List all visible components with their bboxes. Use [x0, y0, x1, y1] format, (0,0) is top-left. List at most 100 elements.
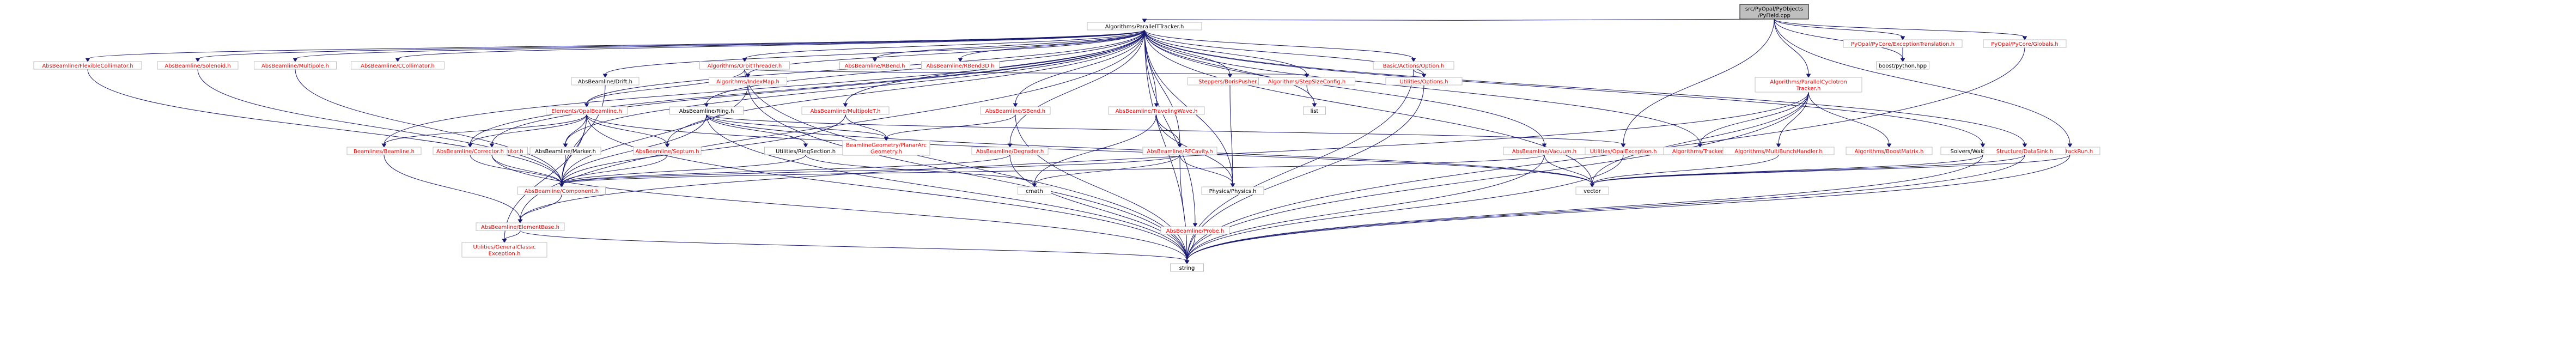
node-box — [839, 61, 910, 70]
node-option[interactable]: Basic/Actions/Option.h — [1373, 61, 1454, 70]
node-multipolet[interactable]: AbsBeamline/MultipoleT.h — [801, 106, 890, 115]
node-label: Tracker.h — [1796, 86, 1821, 92]
node-box — [1385, 77, 1463, 86]
node-rbend3d[interactable]: AbsBeamline/RBend3D.h — [921, 61, 1000, 70]
node-orbit[interactable]: Algorithms/OrbitThreader.h — [699, 61, 790, 70]
dependency-arrowhead — [1312, 103, 1317, 107]
node-absc[interactable]: AbsBeamline/Component.h — [517, 186, 606, 195]
node-vector[interactable]: vector — [1575, 186, 1609, 195]
node-box — [801, 106, 890, 115]
node-probe[interactable]: AbsBeamline/Probe.h — [1160, 226, 1230, 235]
dependency-edge — [1144, 29, 1593, 185]
node-septum[interactable]: AbsBeamline/Septum.h — [633, 147, 702, 155]
node-label: Algorithms/ParallelTTracker.h — [1105, 24, 1184, 30]
node-indexmap[interactable]: Algorithms/IndexMap.h — [709, 77, 787, 86]
node-box — [669, 106, 744, 115]
node-label: Beamlines/Beamline.h — [354, 149, 415, 155]
dependency-edge — [1592, 154, 1779, 185]
node-sbend[interactable]: AbsBeamline/SBend.h — [980, 106, 1051, 115]
node-pft[interactable]: Algorithms/ParallelTTracker.h — [1087, 22, 1202, 31]
dependency-arrowhead — [1411, 58, 1416, 62]
dependency-edge — [561, 84, 606, 185]
node-drift[interactable]: AbsBeamline/Drift.h — [571, 77, 640, 86]
node-box — [571, 77, 640, 86]
node-flexcoll[interactable]: AbsBeamline/FlexibleCollimator.h — [33, 61, 142, 70]
node-multipole[interactable]: AbsBeamline/Multipole.h — [254, 61, 337, 70]
node-boostm[interactable]: Algorithms/BoostMatrix.h — [1846, 147, 1933, 155]
node-label: Algorithms/StepSizeConfig.h — [1268, 79, 1345, 85]
node-pcet[interactable]: PyOpal/PyCore/ExceptionTranslation.h — [1843, 39, 1963, 48]
dependency-edge — [1778, 92, 1809, 145]
node-elemb[interactable]: Elements/OpalBeamline.h — [546, 106, 628, 115]
node-vacuum[interactable]: AbsBeamline/Vacuum.h — [1503, 147, 1586, 155]
node-elembase[interactable]: AbsBeamline/ElementBase.h — [476, 222, 565, 231]
node-beamlines[interactable]: Beamlines/Beamline.h — [346, 147, 422, 155]
dependency-edge — [1015, 114, 1187, 262]
dependency-arrowhead — [1621, 143, 1626, 148]
node-box — [1142, 147, 1217, 155]
node-box — [1739, 4, 1809, 20]
dependency-edge — [383, 29, 1145, 145]
node-corrector[interactable]: AbsBeamline/Corrector.h — [433, 147, 508, 155]
node-box — [1503, 147, 1586, 155]
dependency-arrowhead — [1192, 223, 1198, 227]
dependency-arrowhead — [1304, 74, 1310, 78]
dependency-edge — [1144, 29, 1196, 224]
dependency-edge — [744, 29, 1145, 59]
node-string[interactable]: string — [1170, 263, 1204, 272]
dependency-edge — [520, 230, 1187, 262]
dependency-edge — [1306, 84, 1315, 105]
node-rfcav[interactable]: AbsBeamline/RFCavity.h — [1142, 147, 1217, 155]
node-boost[interactable]: boost/python.hpp — [1876, 61, 1929, 70]
node-ring[interactable]: AbsBeamline/Ring.h — [669, 106, 744, 115]
dependency-edge — [470, 154, 562, 185]
node-solenoid[interactable]: AbsBeamline/Solenoid.h — [157, 61, 239, 70]
node-oe[interactable]: Utilities/OpalException.h — [1575, 147, 1671, 155]
node-box — [476, 222, 565, 231]
node-ccoll[interactable]: AbsBeamline/CCollimator.h — [351, 61, 444, 70]
dependency-edge — [1144, 29, 1307, 75]
node-degrader[interactable]: AbsBeamline/Degrader.h — [971, 147, 1049, 155]
node-cmath[interactable]: cmath — [1018, 186, 1051, 195]
dependency-edge — [1144, 19, 1775, 21]
dependency-edge — [1179, 154, 1233, 185]
dependency-edge — [565, 29, 1145, 145]
node-rbend[interactable]: AbsBeamline/RBend.h — [839, 61, 910, 70]
node-box — [1846, 147, 1933, 155]
node-globals[interactable]: PyOpal/PyCore/Globals.h — [1983, 39, 2067, 48]
node-label: Geometry.h — [870, 149, 902, 155]
node-label: PyOpal/PyCore/Globals.h — [1991, 41, 2059, 47]
node-twave[interactable]: AbsBeamline/TravelingWave.h — [1108, 106, 1205, 115]
node-label: Physics/Physics.h — [1209, 189, 1257, 195]
dependency-edge — [1592, 154, 1983, 185]
dependency-edge — [1144, 29, 1983, 145]
dependency-arrowhead — [1980, 143, 1986, 148]
dependency-arrowhead — [602, 74, 608, 78]
node-stepcfg[interactable]: Algorithms/StepSizeConfig.h — [1258, 77, 1355, 86]
dependency-arrowhead — [467, 143, 473, 148]
dependency-edge — [1186, 154, 2025, 262]
node-datasink[interactable]: Structure/DataSink.h — [1983, 147, 2066, 155]
node-physics[interactable]: Physics/Physics.h — [1201, 186, 1264, 195]
node-label: Basic/Actions/Option.h — [1383, 63, 1445, 69]
node-label: AbsBeamline/FlexibleCollimator.h — [42, 63, 133, 69]
node-ringsec[interactable]: Utilities/RingSection.h — [764, 147, 847, 155]
dependency-arrowhead — [395, 58, 400, 62]
node-list[interactable]: list — [1303, 106, 1326, 115]
edges-layer — [85, 19, 2073, 264]
dependency-edge — [874, 29, 1145, 59]
dependency-arrowhead — [502, 239, 507, 243]
node-box — [1170, 263, 1204, 272]
node-box — [842, 140, 930, 156]
node-mbh[interactable]: Algorithms/MultiBunchHandler.h — [1722, 147, 1835, 155]
node-box — [517, 186, 606, 195]
dependency-edge — [1592, 92, 1809, 185]
node-label: Utilities/RingSection.h — [776, 149, 836, 155]
node-options[interactable]: Utilities/Options.h — [1385, 77, 1463, 86]
dependency-arrowhead — [1013, 103, 1018, 107]
node-tracker[interactable]: Algorithms/Tracker.h — [1663, 147, 1737, 155]
node-marker[interactable]: AbsBeamline/Marker.h — [529, 147, 601, 155]
